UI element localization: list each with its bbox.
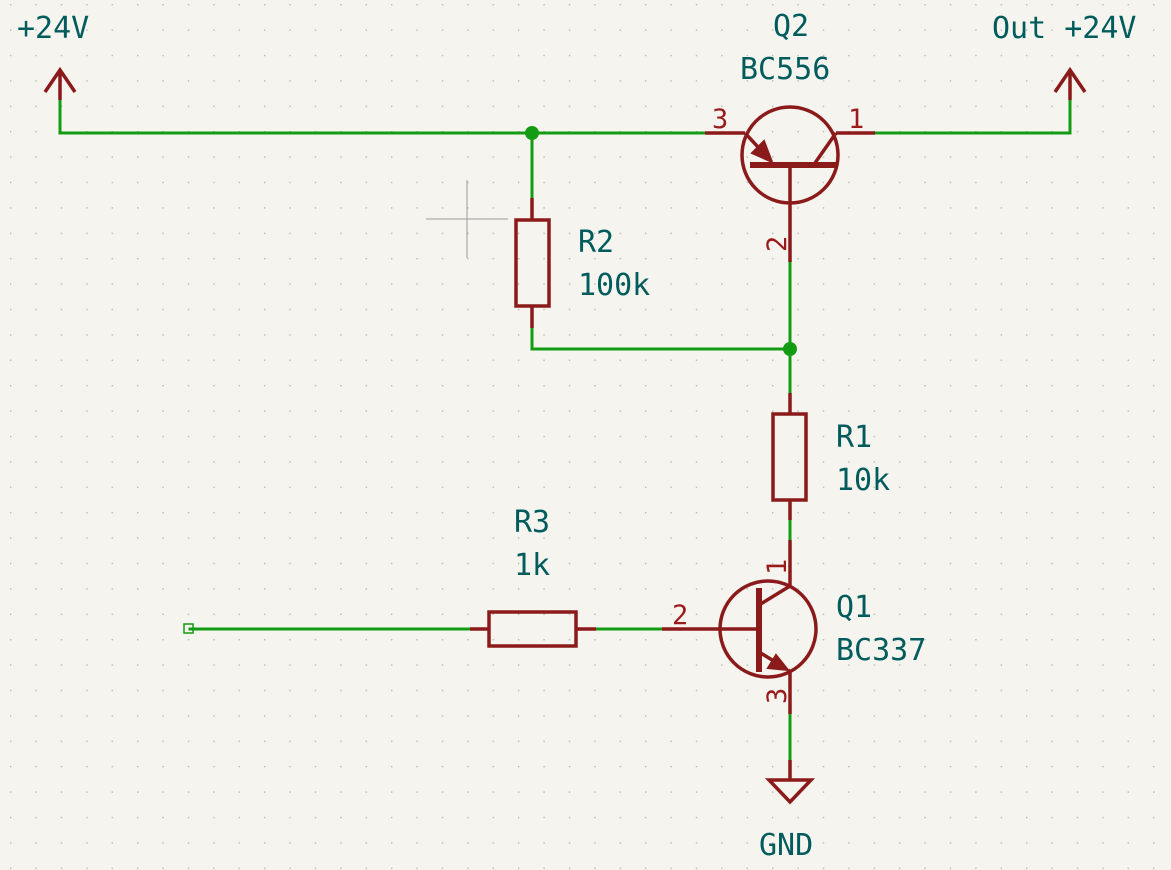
q1-value-label: BC337 <box>836 633 926 668</box>
wire-r2-bottom[interactable] <box>530 326 792 351</box>
q2-pin-collector: 1 <box>848 104 864 135</box>
input-pin-marker[interactable] <box>183 623 194 634</box>
q2-value-label: BC556 <box>740 52 830 87</box>
wire-vcc-rail[interactable] <box>58 96 707 135</box>
q2-pin-emitter: 3 <box>712 104 728 135</box>
q2-ref-label: Q2 <box>773 9 809 44</box>
junction-vcc-r2 <box>525 126 539 140</box>
gnd-label: GND <box>759 828 813 863</box>
resistor-r1[interactable]: R1 10k <box>771 393 890 520</box>
q2-pin-base: 2 <box>762 236 793 252</box>
r1-value-label: 10k <box>836 463 890 498</box>
transistor-q2[interactable]: 3 1 2 Q2 BC556 <box>705 9 875 262</box>
q1-pin-base: 2 <box>672 600 688 631</box>
wire-out-rail[interactable] <box>873 96 1072 135</box>
crosshair-cursor <box>426 180 508 258</box>
vcc-out-label: Out +24V <box>992 11 1137 46</box>
power-vcc-out[interactable]: Out +24V <box>992 11 1137 100</box>
r3-ref-label: R3 <box>514 505 550 540</box>
resistor-r2[interactable]: R2 100k <box>514 198 650 328</box>
wires[interactable] <box>58 96 1072 764</box>
q1-pin-collector: 1 <box>762 559 793 575</box>
power-vcc-left[interactable]: +24V <box>17 11 89 100</box>
junction-r2-q2 <box>783 342 797 356</box>
r2-ref-label: R2 <box>578 225 614 260</box>
r2-value-label: 100k <box>578 268 650 303</box>
q1-pin-emitter: 3 <box>762 688 793 704</box>
resistor-r3[interactable]: R3 1k <box>470 505 596 648</box>
power-gnd[interactable]: GND <box>759 760 816 863</box>
transistor-q1[interactable]: 2 1 3 Q1 BC337 <box>662 540 926 714</box>
vcc-left-label: +24V <box>17 11 89 46</box>
q1-ref-label: Q1 <box>836 590 872 625</box>
r3-value-label: 1k <box>514 548 550 583</box>
r1-ref-label: R1 <box>836 420 872 455</box>
